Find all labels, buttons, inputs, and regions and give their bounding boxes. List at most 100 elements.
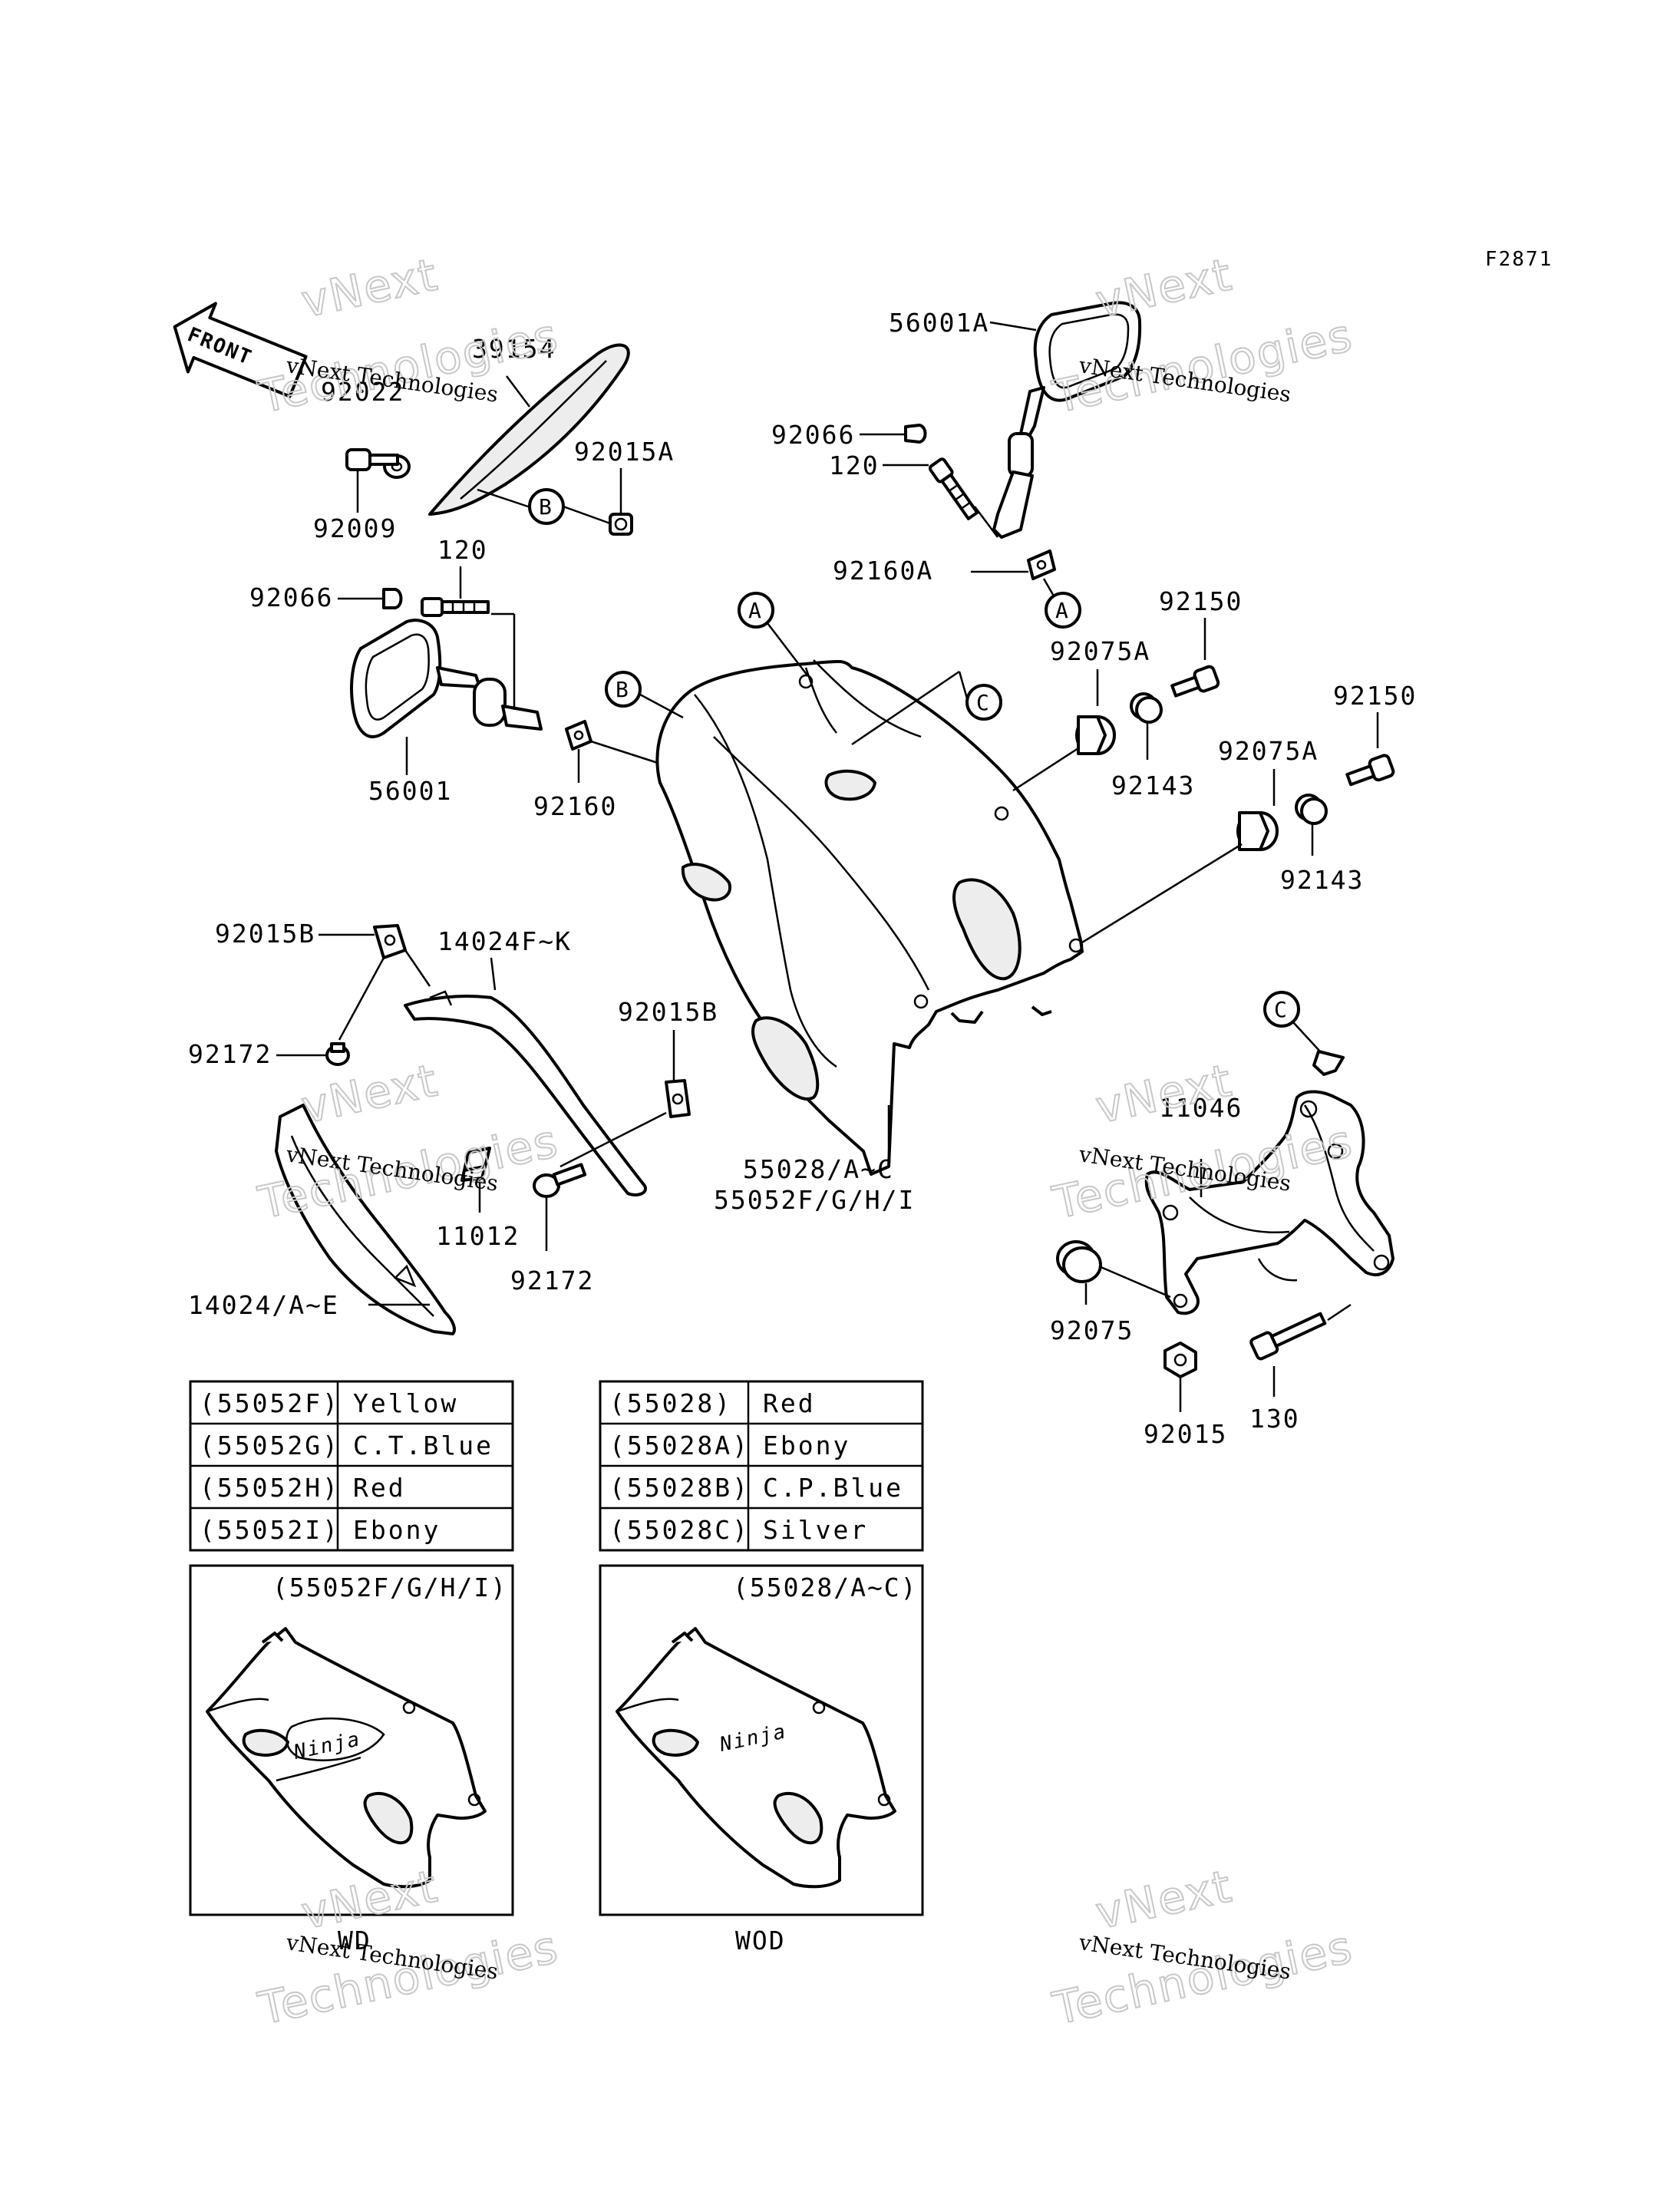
collar-92143-b (1295, 794, 1328, 825)
bolt-120-left (421, 597, 490, 617)
svg-text:A: A (1055, 598, 1068, 623)
side-panel-14024AE (275, 1104, 456, 1335)
nut-92015B-a (373, 924, 407, 959)
label-120-left: 120 (437, 535, 488, 565)
watermark-1: vNext Technologies (253, 247, 564, 424)
table-left-code-0: (55052F) (200, 1388, 340, 1418)
label-92172-b: 92172 (510, 1266, 594, 1295)
screw-92172-a (325, 1042, 350, 1066)
label-92015A: 92015A (574, 437, 675, 467)
collar-92143-a (1130, 692, 1163, 724)
label-92150-a: 92150 (1159, 586, 1243, 616)
variant-right-title: (55028/A~C) (733, 1573, 918, 1602)
upper-cowl-55028 (655, 659, 1084, 1176)
bolt-92150-b (1345, 754, 1395, 787)
label-11046: 11046 (1159, 1093, 1243, 1123)
label-11012: 11012 (436, 1221, 520, 1251)
callout-a-right (1045, 592, 1081, 629)
label-92160: 92160 (533, 791, 617, 821)
nut-92015 (1163, 1342, 1197, 1378)
label-55052: 55052F/G/H/I (714, 1185, 915, 1215)
label-92066-right: 92066 (771, 420, 855, 450)
variant-box-left: (55052F/G/H/I) Ninja (189, 1564, 514, 1916)
table-right-code-3: (55028C) (609, 1515, 750, 1545)
grommet-92075A-a (1075, 715, 1116, 755)
label-14024AE: 14024/A~E (188, 1290, 339, 1320)
leader-39154 (506, 375, 530, 408)
table-left-code-2: (55052H) (200, 1473, 340, 1503)
label-92160A: 92160A (833, 556, 933, 586)
label-56001A: 56001A (889, 308, 989, 338)
bracket-92160 (565, 720, 592, 751)
table-right-color-1: Ebony (763, 1431, 850, 1460)
label-92143-a: 92143 (1111, 771, 1195, 800)
table-right-code-0: (55028) (609, 1388, 732, 1418)
svg-text:vNext: vNext (297, 1054, 443, 1134)
part-39154-panel (428, 343, 630, 516)
label-14024FK: 14024F~K (437, 926, 572, 956)
label-92015: 92015 (1144, 1419, 1227, 1449)
table-left-code-1: (55052G) (200, 1431, 340, 1460)
svg-text:A: A (748, 598, 761, 623)
nut-92015A (609, 513, 633, 536)
cap-92066-left (382, 588, 403, 609)
label-120-right: 120 (829, 450, 880, 480)
grommet-92075 (1056, 1240, 1102, 1283)
label-56001: 56001 (368, 776, 452, 806)
callout-b-cowl (605, 671, 642, 708)
label-55028: 55028/A~C (743, 1154, 894, 1184)
screw-92172-b (533, 1163, 587, 1198)
svg-text:B: B (616, 677, 629, 702)
label-92075: 92075 (1050, 1315, 1134, 1345)
label-92009: 92009 (313, 513, 397, 543)
color-table-left: (55052F) Yellow (55052G) C.T.Blue (55052… (189, 1380, 514, 1552)
bolt-120-right (928, 457, 979, 520)
table-right-color-0: Red (763, 1388, 816, 1418)
callout-a-left (738, 592, 774, 629)
label-130: 130 (1249, 1404, 1300, 1434)
cap-92066-right (904, 424, 927, 444)
label-92015B-b: 92015B (618, 997, 718, 1027)
label-39154: 39154 (472, 334, 556, 364)
variant-left-title: (55052F/G/H/I) (272, 1573, 507, 1602)
trim-14024FK (404, 990, 647, 1196)
bolt-130 (1249, 1312, 1327, 1361)
label-92075A-b: 92075A (1218, 736, 1319, 766)
table-right-code-1: (55028A) (609, 1431, 750, 1460)
front-arrow-icon: FRONT (173, 302, 308, 398)
mirror-56001A (992, 301, 1142, 539)
label-92022: 92022 (321, 377, 404, 407)
bolt-92150-a (1170, 665, 1220, 698)
variant-right-caption: WOD (735, 1926, 786, 1955)
table-left-code-3: (55052I) (200, 1515, 340, 1545)
label-92075A-a: 92075A (1050, 636, 1150, 666)
table-left-color-0: Yellow (353, 1388, 458, 1418)
table-left-color-1: C.T.Blue (353, 1431, 493, 1460)
label-92066-left: 92066 (249, 583, 333, 612)
table-left-color-2: Red (353, 1473, 406, 1503)
table-right-color-2: C.P.Blue (763, 1473, 903, 1503)
color-table-right: (55028) Red (55028A) Ebony (55028B) C.P.… (599, 1380, 924, 1552)
callout-c-cowl (965, 684, 1002, 721)
svg-text:B: B (539, 494, 552, 520)
table-left-color-3: Ebony (353, 1515, 441, 1545)
svg-text:vNext: vNext (1091, 1860, 1237, 1939)
table-right-code-2: (55028B) (609, 1473, 750, 1503)
stay-11046 (1144, 1050, 1394, 1315)
bracket-92160A (1027, 550, 1056, 580)
label-92015B-a: 92015B (215, 919, 315, 949)
callout-c-bracket (1263, 991, 1300, 1028)
variant-box-right: (55028/A~C) Ninja (599, 1564, 924, 1916)
mirror-56001 (350, 619, 543, 738)
clip-11012 (460, 1147, 491, 1182)
nut-92015B-b (665, 1079, 691, 1118)
variant-left-caption: WD (338, 1926, 371, 1955)
svg-text:C: C (976, 690, 989, 715)
figure-code: F2871 (1485, 248, 1553, 271)
label-92172-a: 92172 (188, 1039, 272, 1069)
svg-text:C: C (1274, 997, 1287, 1022)
svg-text:vNext: vNext (1091, 248, 1237, 328)
grommet-92075A-b (1236, 811, 1279, 851)
